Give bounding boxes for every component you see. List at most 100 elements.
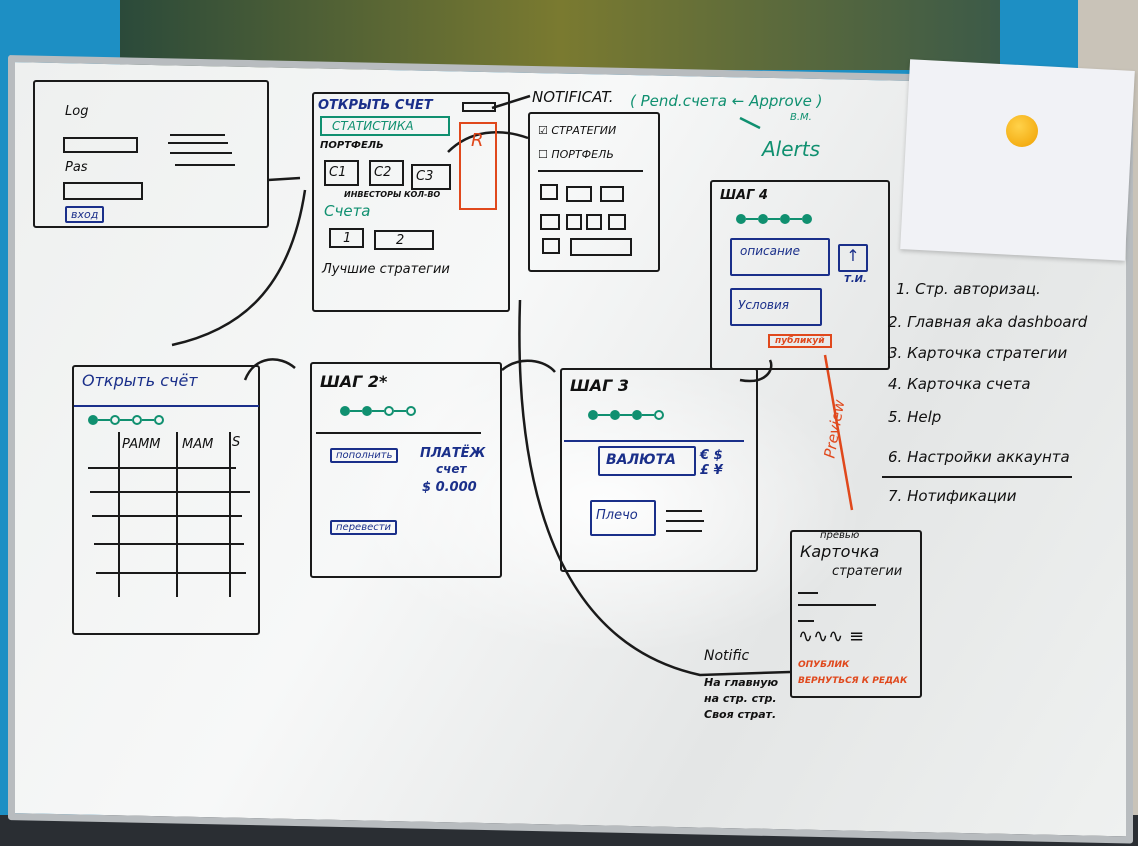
password-field [63,182,143,200]
notification-box [462,102,496,112]
text-line [170,152,232,154]
card-c3: C3 [411,164,451,190]
grid-cell-wide [570,238,632,256]
filter-strategies: ☑ СТРАТЕГИИ [538,124,617,137]
divider [316,432,481,434]
step3-sketch: ШАГ 3 ВАЛЮТА € $ £ ¥ Плечо [560,368,758,572]
notifications-initials: B.M. [790,112,812,123]
sticky-paper [900,59,1135,261]
pages-list-item: 6. Настройки аккаунта [888,448,1070,466]
transfer-button: перевести [330,520,398,535]
divider [538,170,643,172]
table-col-line [176,432,178,597]
enter-button: вход [65,206,105,223]
text-line [798,620,814,622]
grid-cell [586,214,602,230]
table-row-line [96,572,246,574]
table-row-line [92,515,242,517]
step4-progress [736,214,812,224]
password-label: Pas [65,160,88,175]
text-line [798,604,876,606]
best-strategies-label: Лучшие стратегии [322,262,450,277]
open-account-title: Открыть счёт [82,371,198,390]
pages-list-item: 5. Help [888,408,942,426]
upload-label: Т.И. [844,274,867,285]
pages-list-item: 7. Нотификации [888,487,1017,505]
pages-list-item: 3. Карточка стратегии [888,344,1068,362]
description-field: описание [730,238,830,276]
topup-button: пополнить [330,448,399,463]
filter-portfolio-label: ПОРТФЕЛЬ [551,148,614,161]
alerts-label: Alerts [762,137,821,161]
column-pamm: PAMM [122,437,161,452]
filter-strategies-label: СТРАТЕГИИ [551,124,617,137]
currency-field: ВАЛЮТА [598,446,696,476]
preview-label: превью [820,530,860,541]
notifications-note: ( Pend.счета ← Approve ) [630,92,823,110]
table-row-line [94,543,244,545]
text-line [666,530,702,532]
wall-background [120,0,1000,70]
grid-cell [608,214,626,230]
column-mam: MAM [182,437,214,452]
amount-value: $ 0.000 [422,480,477,495]
login-screen-sketch: Log Pas вход [33,80,269,228]
leverage-field: Плечо [590,500,656,536]
step4-sketch: ШАГ 4 описание ↑ Т.И. Условия публикуй [710,180,890,370]
open-account-label: ОТКРЫТЬ СЧЕТ [318,98,433,113]
notific-line: на стр. стр. [704,692,777,705]
chart-squiggle-icon: ∿∿∿ ≡ [798,626,865,647]
publish-button: публикуй [768,334,832,348]
column-s: S [232,435,241,450]
arrow-notification-line [491,94,531,110]
card-title-2: стратегии [832,564,903,579]
open-account-sketch: Открыть счёт PAMM MAM S [72,365,260,635]
step4-title: ШАГ 4 [720,188,768,203]
pages-list-item: 4. Карточка счета [888,375,1031,393]
currency-symbols: € $ £ ¥ [700,448,723,478]
account-tab-2: 2 [374,230,434,250]
text-line [168,142,228,144]
pages-list-item: 1. Стр. авторизац. [896,280,1041,298]
magnet [1006,115,1038,147]
table-row-line [88,467,236,469]
notific-line: На главную [704,676,779,689]
card-title-1: Карточка [800,542,880,561]
upload-icon: ↑ [838,244,868,272]
text-line [798,592,818,594]
strategy-filter-sketch: ☑ СТРАТЕГИИ ☐ ПОРТФЕЛЬ [528,112,660,272]
grid-cell [566,186,592,202]
open-account-progress [88,415,164,425]
text-line [666,510,702,512]
notific-label: Notific [704,648,750,664]
grid-cell [540,214,560,230]
table-col-line [229,432,231,597]
divider [882,476,1072,478]
arrow-r-to-filter [447,131,529,153]
arrow-notific-line [518,299,791,677]
step3-title: ШАГ 3 [570,376,630,395]
arrow-login-to-dashboard [267,176,301,182]
account-tab-1: 1 [329,228,364,248]
arrow-open-account-to-step2 [243,358,296,381]
divider [74,405,259,407]
card-c2: C2 [369,160,404,186]
side-panel-r: R [459,122,497,210]
arrow-step2-to-step3 [501,359,556,373]
payment-label: ПЛАТЁЖ [420,446,486,461]
text-line [666,520,704,522]
grid-cell [540,184,558,200]
text-line [170,134,225,136]
login-label: Log [65,104,89,119]
step2-sketch: ШАГ 2* пополнить ПЛАТЁЖ счет $ 0.000 пер… [310,362,502,578]
step2-title: ШАГ 2* [320,372,388,391]
filter-portfolio: ☐ ПОРТФЕЛЬ [538,148,614,161]
pages-list-item: 2. Главная aka dashboard [888,313,1088,331]
arrow-step3-to-step4 [739,359,773,383]
step2-progress [340,406,416,416]
step3-progress [588,410,664,420]
arrow-dashboard-to-open-account [171,189,307,347]
investors-checkbox-label: ИНВЕСТОРЫ КОЛ-ВО [344,190,441,199]
table-col-line [118,432,120,597]
